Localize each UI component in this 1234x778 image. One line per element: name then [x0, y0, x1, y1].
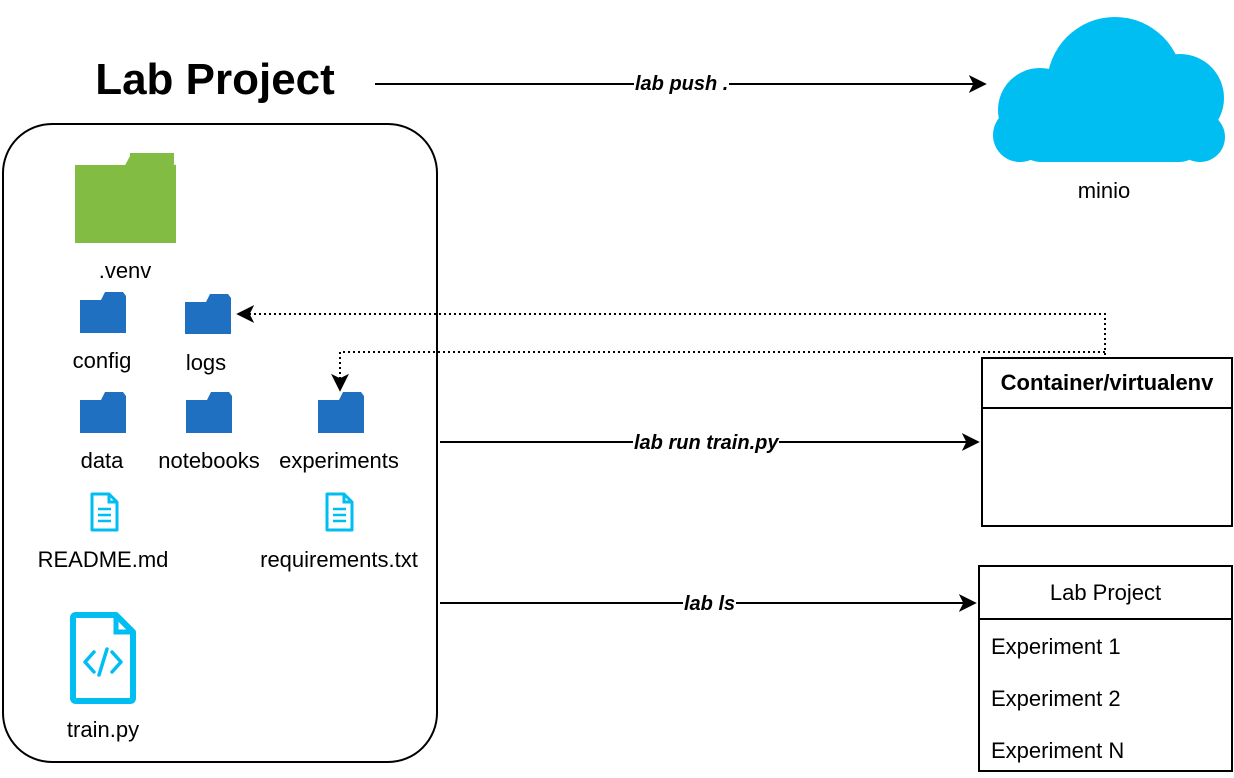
requirements-document-icon[interactable] [324, 492, 354, 532]
push-edge-label: lab push . [634, 72, 730, 96]
requirements-label: requirements.txt [260, 547, 418, 572]
container-virtualenv-title: Container/virtualenv [983, 359, 1231, 409]
config-folder-icon[interactable] [80, 292, 126, 333]
ls-edge-label: lab ls [683, 592, 737, 616]
container-virtualenv-box[interactable]: Container/virtualenv [981, 357, 1233, 527]
experiments-label: experiments [279, 448, 399, 473]
experiments-folder-icon[interactable] [318, 392, 364, 433]
logs-folder-icon[interactable] [185, 294, 231, 334]
diagram-title: Lab Project [95, 55, 335, 104]
train-code-file-icon[interactable] [70, 612, 136, 704]
logs-label: logs [185, 350, 227, 375]
minio-label: minio [1077, 178, 1131, 203]
logs-dotted-edge [236, 305, 1106, 355]
lab-project-list-box[interactable]: Lab Project Experiment 1 Experiment 2 Ex… [978, 565, 1233, 772]
readme-label: README.md [37, 547, 169, 572]
lab-project-list-title: Lab Project [980, 567, 1231, 620]
notebooks-folder-icon[interactable] [186, 392, 232, 433]
list-item[interactable]: Experiment 2 [991, 686, 1121, 711]
minio-cloud-icon[interactable] [985, 10, 1230, 165]
venv-folder-icon[interactable] [75, 153, 176, 243]
notebooks-label: notebooks [158, 448, 260, 473]
list-item[interactable]: Experiment N [991, 738, 1125, 763]
readme-document-icon[interactable] [89, 492, 119, 532]
data-folder-icon[interactable] [80, 392, 126, 433]
data-label: data [80, 448, 124, 473]
run-edge-label: lab run train.py [633, 431, 780, 455]
train-label: train.py [66, 717, 140, 742]
experiments-dotted-edge [331, 351, 1105, 392]
list-item[interactable]: Experiment 1 [991, 634, 1121, 659]
venv-label: .venv [98, 258, 152, 283]
config-label: config [72, 348, 132, 373]
